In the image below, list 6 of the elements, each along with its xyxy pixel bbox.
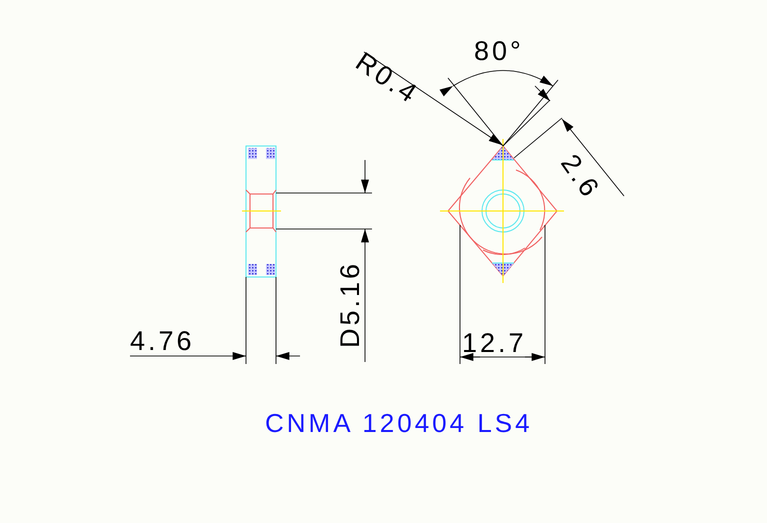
- dimension-label: 2.6: [556, 150, 605, 204]
- dimension-label: D5.16: [337, 260, 364, 348]
- dimension-label: 80°: [474, 38, 524, 65]
- dimension-label: 4.76: [130, 328, 195, 355]
- dimension-label: 12.7: [462, 330, 527, 357]
- caption: CNMA 120404 LS4: [265, 410, 533, 436]
